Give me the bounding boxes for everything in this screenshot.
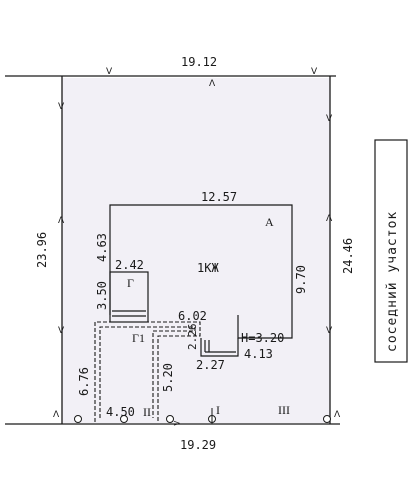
annex-g-letter: Г [127,276,134,290]
porch-outline [200,338,239,357]
annex-g1-base: 4.50 [106,405,135,419]
annex-g1-outer [94,321,201,422]
house-step-width: 4.13 [244,347,273,361]
house-main-walls [109,204,293,339]
neighbor-box [374,139,408,363]
house-letter: А [265,215,274,229]
house-outline [109,204,293,357]
mark-caret: Λ [209,79,216,89]
plot-fill [62,78,330,423]
mark-v: V [106,67,113,77]
mark-caret: Λ [53,410,60,420]
boundary-nodes [74,415,331,423]
node-circle [323,415,331,423]
roman-i: I [216,403,220,417]
mark-v: V [326,326,333,336]
house-top-width: 12.57 [201,190,237,204]
plot-right-length: 24.46 [341,238,355,274]
mark-v: V [58,102,65,112]
plot-bottom-length: 19.29 [180,438,216,452]
node-circle [120,415,128,423]
mark-caret: Λ [334,410,341,420]
annex-g1-width: 6.02 [178,309,207,323]
plot-boundary [5,75,340,425]
house-right-height: 9.70 [294,265,308,294]
roman-iii: III [278,403,290,417]
neighbor-label: соседний участок [385,211,400,352]
annex-g-height: 3.50 [95,281,109,310]
plot-left-length: 23.96 [35,232,49,268]
annex-g-width: 2.42 [115,258,144,272]
plot-left-lower-length: 6.76 [77,367,91,396]
annex-g1-letter: Г1 [132,331,145,345]
annex-g1-small-b: 2.27 [196,358,225,372]
house-main-label: 1КЖ [197,261,219,275]
plot-top-length: 19.12 [181,55,217,69]
boundary-marks: V Λ V V Λ V V Λ V Λ Λ > [53,67,341,429]
mark-v: V [311,67,318,77]
house-height-note: H=3.20 [241,331,284,345]
house-left-upper-height: 4.63 [95,233,109,262]
mark-v: V [326,114,333,124]
annex-g1-small-a: 2.26 [186,324,199,351]
annex-g1-inner [99,326,196,418]
mark-v: V [58,326,65,336]
node-circle [166,415,174,423]
annex-g1-depth: 5.20 [161,363,175,392]
node-circle [74,415,82,423]
mark-caret: Λ [326,214,333,224]
roman-ii: II [143,405,151,419]
mark-gt: > [173,419,181,429]
annex-g1-outline [94,321,201,422]
mark-caret: Λ [58,216,65,226]
